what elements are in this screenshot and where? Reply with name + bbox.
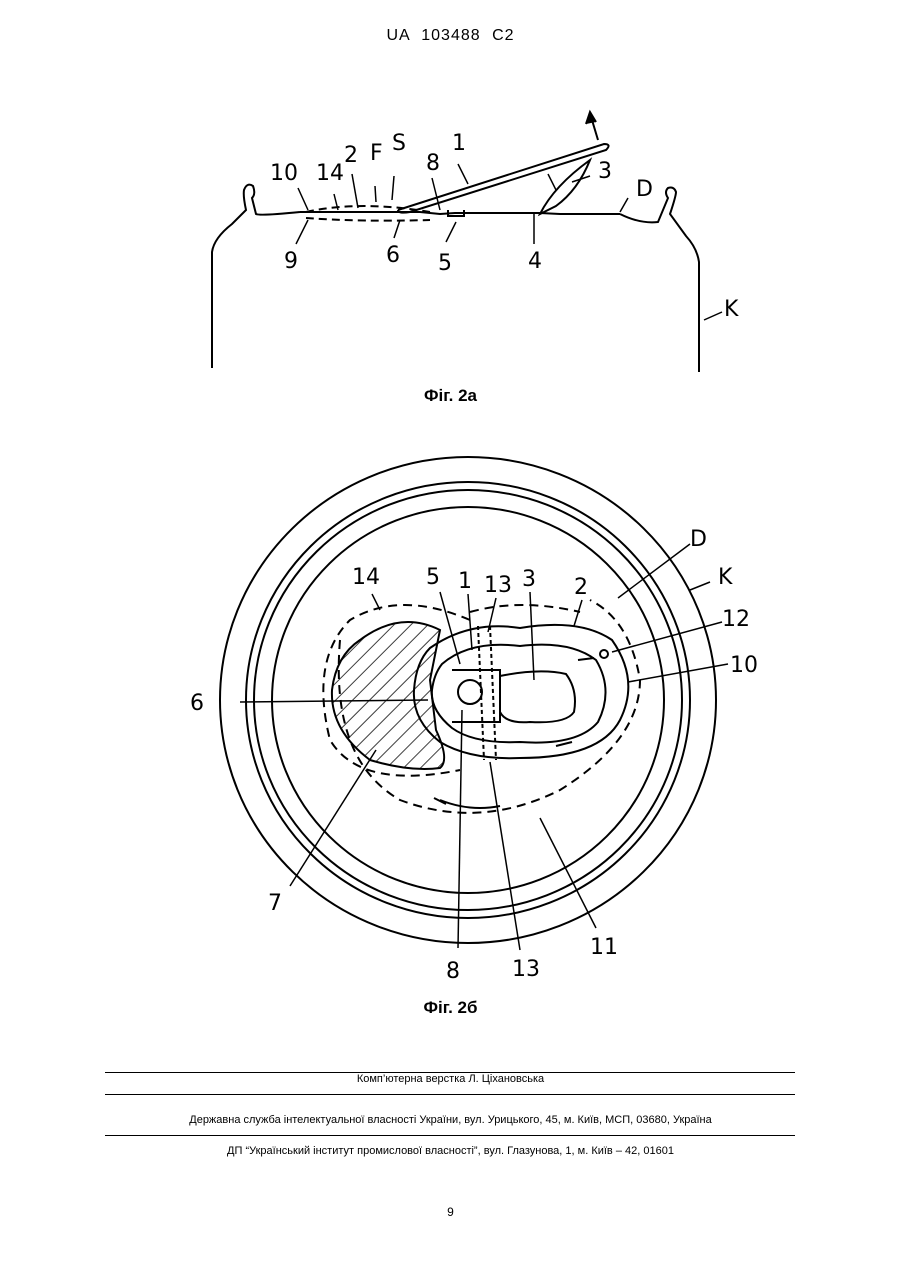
fig2b-label-12: 12 bbox=[722, 607, 750, 632]
fig2b-label-K: K bbox=[718, 565, 733, 590]
footer-divider-middle bbox=[105, 1094, 795, 1095]
fig2b-label-11: 11 bbox=[590, 935, 618, 960]
fig2b-label-3: 3 bbox=[522, 567, 536, 592]
fig2b-label-13b: 13 bbox=[512, 957, 540, 982]
page-number: 9 bbox=[0, 1205, 901, 1219]
figure-2b-drawing: D K 14 5 1 13 3 2 12 10 6 7 8 13 11 bbox=[0, 0, 901, 1000]
fig2b-label-D: D bbox=[690, 527, 707, 552]
fig2b-label-14: 14 bbox=[352, 565, 380, 590]
footer-divider-bottom bbox=[105, 1135, 795, 1136]
fig2b-label-7: 7 bbox=[268, 891, 282, 916]
fig2b-label-2: 2 bbox=[574, 575, 588, 600]
fig2b-label-10: 10 bbox=[730, 653, 758, 678]
footer-typesetter: Комп’ютерна верстка Л. Ціхановська bbox=[0, 1073, 901, 1085]
footer-institute-address: ДП “Український інститут промислової вла… bbox=[0, 1145, 901, 1157]
fig2b-label-5: 5 bbox=[426, 565, 440, 590]
fig2b-label-13a: 13 bbox=[484, 573, 512, 598]
figure-2b-caption: Фіг. 2б bbox=[0, 998, 901, 1018]
footer-agency-address: Державна служба інтелектуальної власност… bbox=[0, 1114, 901, 1126]
fig2b-label-8: 8 bbox=[446, 959, 460, 984]
fig2b-label-6: 6 bbox=[190, 691, 204, 716]
fig2b-label-1: 1 bbox=[458, 569, 472, 594]
